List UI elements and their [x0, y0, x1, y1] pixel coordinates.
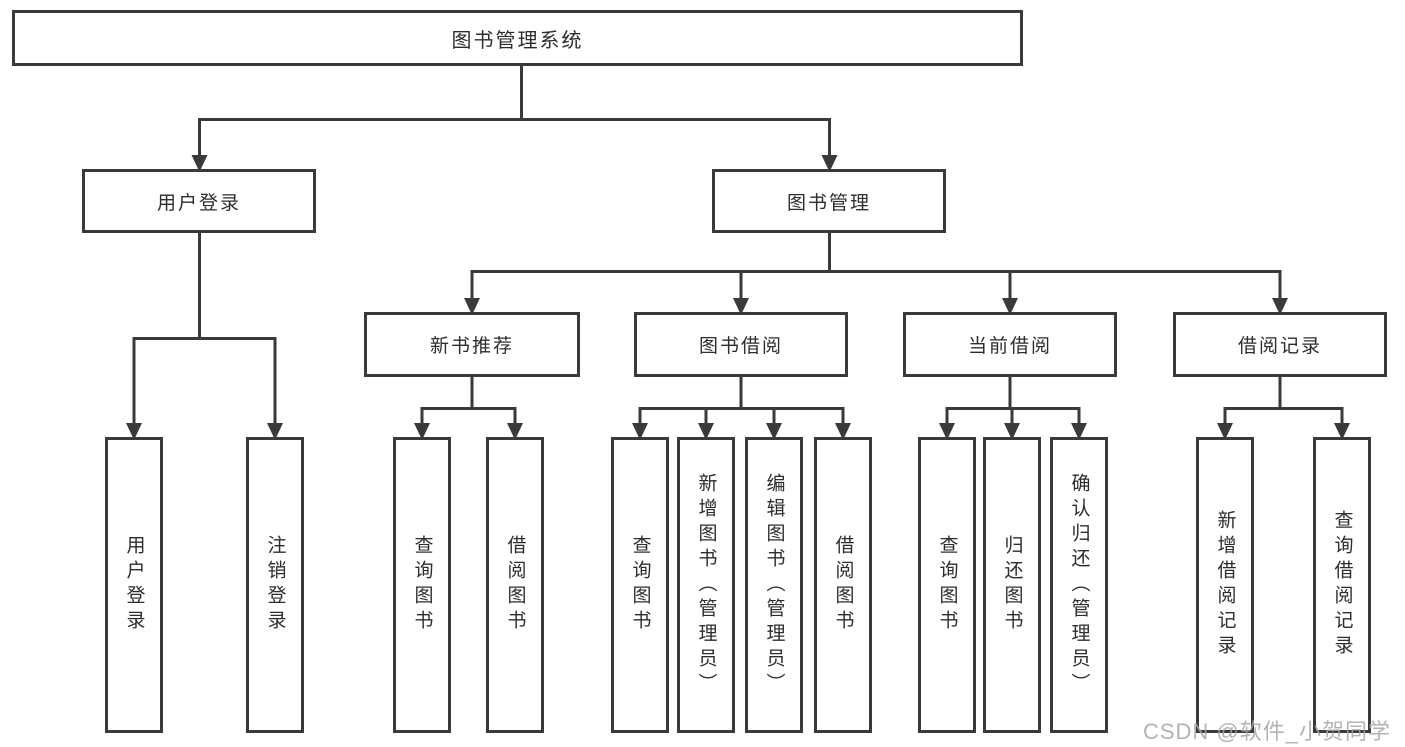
- arrowhead-icons: [126, 155, 1350, 440]
- node-label: 借阅图书: [832, 535, 854, 635]
- node-label: 图书借阅: [698, 336, 783, 357]
- node-label: 图书管理系统: [451, 29, 584, 52]
- leaf-edit-book-admin: 编辑图书（管理员）: [745, 437, 803, 733]
- node-label: 查询图书: [411, 535, 433, 635]
- node-user-login: 用户登录: [82, 169, 316, 233]
- node-current-borrowing: 当前借阅: [903, 312, 1117, 377]
- node-library-management-system: 图书管理系统: [12, 10, 1023, 66]
- node-label: 借阅记录: [1237, 336, 1322, 357]
- node-label: 新书推荐: [429, 336, 514, 357]
- node-label: 查询图书: [629, 535, 651, 635]
- node-borrowing-records: 借阅记录: [1173, 312, 1387, 377]
- node-label: 新增借阅记录: [1214, 510, 1236, 660]
- leaf-query-books-recommend: 查询图书: [393, 437, 451, 733]
- leaf-return-book: 归还图书: [983, 437, 1041, 733]
- watermark-text: CSDN @软件_小贺同学: [1142, 719, 1391, 744]
- node-label: 归还图书: [1001, 535, 1023, 635]
- node-label: 当前借阅: [967, 336, 1052, 357]
- node-book-borrowing: 图书借阅: [634, 312, 848, 377]
- leaf-query-books-current: 查询图书: [918, 437, 976, 733]
- node-label: 新增图书（管理员）: [695, 472, 717, 698]
- node-label: 图书管理: [786, 192, 871, 214]
- leaf-logout: 注销登录: [246, 437, 304, 733]
- node-new-book-recommend: 新书推荐: [364, 312, 580, 377]
- node-label: 查询借阅记录: [1331, 510, 1353, 660]
- node-label: 借阅图书: [504, 535, 526, 635]
- node-label: 用户登录: [123, 535, 145, 635]
- leaf-query-borrow-record: 查询借阅记录: [1313, 437, 1371, 733]
- leaf-user-login: 用户登录: [105, 437, 163, 733]
- node-book-management: 图书管理: [712, 169, 946, 233]
- node-label: 确认归还（管理员）: [1068, 472, 1090, 698]
- leaf-confirm-return-admin: 确认归还（管理员）: [1050, 437, 1108, 733]
- node-label: 编辑图书（管理员）: [763, 472, 785, 698]
- node-label: 注销登录: [264, 535, 286, 635]
- leaf-query-books-borrowing: 查询图书: [611, 437, 669, 733]
- node-label: 用户登录: [156, 192, 241, 214]
- leaf-borrow-books: 借阅图书: [814, 437, 872, 733]
- leaf-add-book-admin: 新增图书（管理员）: [677, 437, 735, 733]
- node-label: 查询图书: [936, 535, 958, 635]
- leaf-add-borrow-record: 新增借阅记录: [1196, 437, 1254, 733]
- leaf-borrow-books-recommend: 借阅图书: [486, 437, 544, 733]
